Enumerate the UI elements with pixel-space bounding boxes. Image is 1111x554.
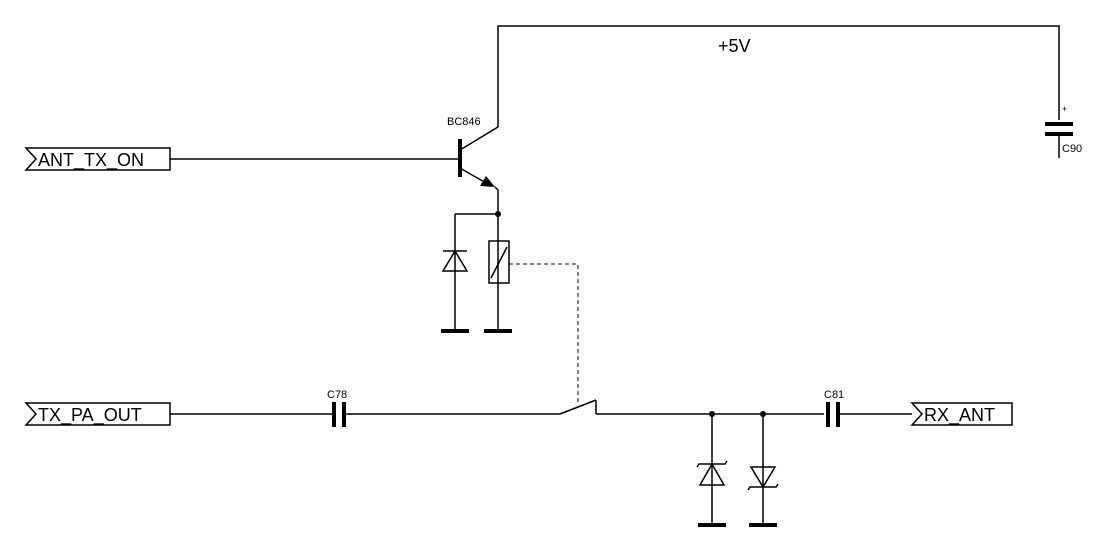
relay-switch [559,399,597,415]
transistor-bc846-label: BC846 [447,116,481,128]
capacitor-c81: C81 [824,389,844,427]
port-rx-ant: RX_ANT [910,402,1013,426]
port-tx-pa-out: TX_PA_OUT [24,402,332,426]
capacitor-c78: C78 [327,389,347,427]
zener-diode-right [747,414,779,525]
capacitor-c90-label: C90 [1062,143,1082,155]
port-ant-tx-on-label: ANT_TX_ON [38,150,144,171]
emitter-arrow [480,176,495,187]
relay-link [509,263,579,404]
supply-rail-label: +5V [718,36,751,56]
capacitor-c78-label: C78 [327,389,347,401]
supply-rail: +5V [497,25,1060,127]
relay-coil [488,240,510,284]
zener-diode-left [696,414,728,525]
capacitor-c81-label: C81 [824,389,844,401]
port-ant-tx-on: ANT_TX_ON [24,147,458,171]
flyback-diode [441,249,469,272]
capacitor-c90-polarity: + [1062,104,1067,114]
capacitor-c90: + C90 [1045,104,1082,158]
transistor-bc846: BC846 [447,116,499,214]
port-rx-ant-label: RX_ANT [924,405,995,426]
port-tx-pa-out-label: TX_PA_OUT [38,405,142,426]
